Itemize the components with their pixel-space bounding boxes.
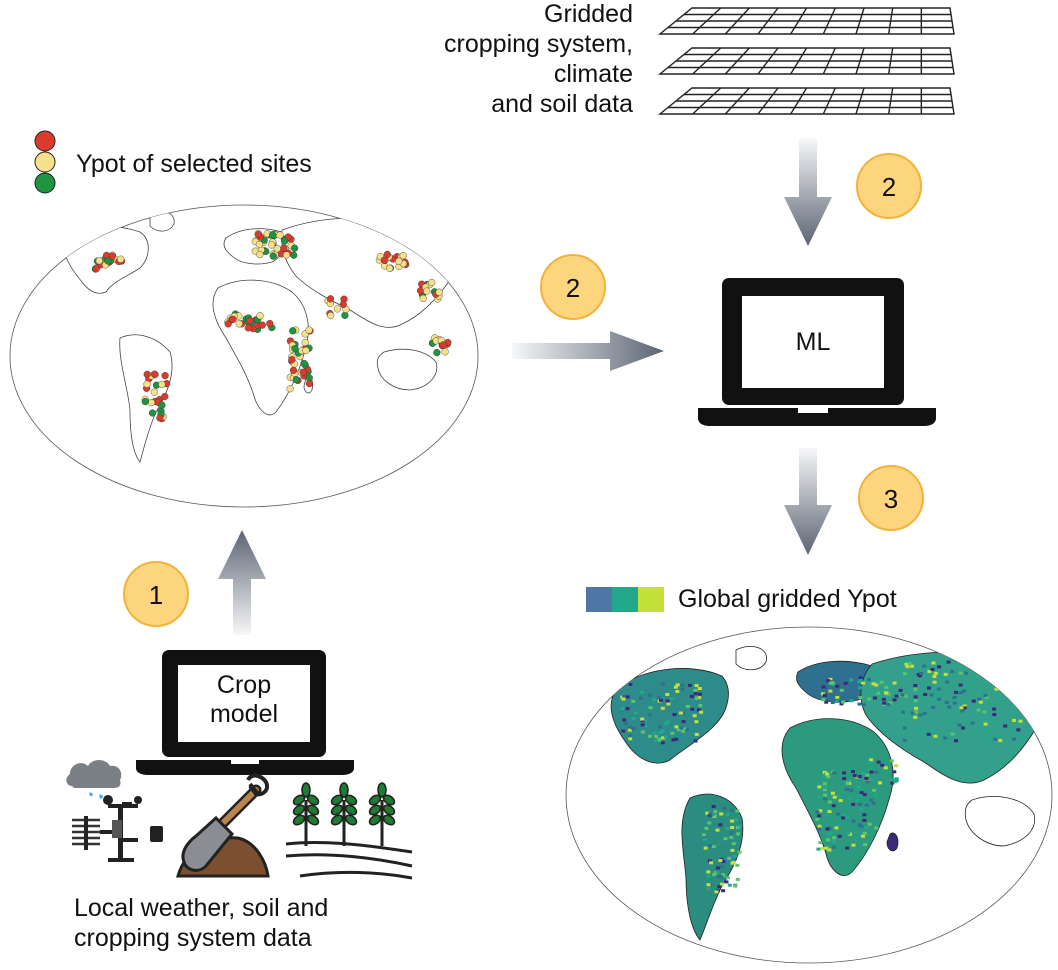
shovel-soil-icon (176, 773, 270, 878)
legend-dot-green (34, 172, 56, 194)
arrow-grid-to-ml (784, 138, 832, 246)
legend-dot-red (34, 130, 56, 152)
wheat-plant (330, 782, 358, 846)
gridded-data-label: Gridded cropping system, climate and soi… (444, 0, 633, 118)
grid-layer-2 (658, 47, 955, 75)
svg-text:3: 3 (884, 484, 898, 514)
step-3-badge: 3 (858, 465, 924, 531)
grid-layers-icon (658, 7, 955, 115)
arrow-ml-to-global (784, 448, 832, 555)
svg-text:1: 1 (149, 580, 163, 610)
step-2-badge-left: 2 (540, 254, 606, 320)
step-1-badge: 1 (123, 561, 189, 627)
crop-field-icon (285, 782, 413, 880)
local-data-label: Local weather, soil and cropping system … (74, 894, 328, 952)
grid-layer-1 (658, 7, 955, 35)
grid-label-line-1: Gridded (544, 0, 633, 28)
legend-swatch-high (638, 587, 664, 612)
crop-model-label-line-1: Crop (217, 671, 271, 699)
grid-label-line-2: cropping system, (444, 30, 633, 58)
ml-label: ML (796, 328, 831, 356)
local-label-line-1: Local weather, soil and (74, 894, 328, 922)
crop-model-laptop-icon: Crop model (136, 650, 354, 775)
global-legend: Global gridded Ypot (586, 585, 897, 613)
svg-text:2: 2 (566, 273, 580, 303)
local-label-line-2: cropping system data (74, 924, 312, 952)
global-ypot-map (565, 626, 1053, 964)
rain-cloud-icon (66, 760, 122, 799)
site-dots (91, 229, 452, 423)
grid-label-line-4: and soil data (491, 90, 633, 118)
sites-legend-label: Ypot of selected sites (76, 150, 312, 178)
arrow-sites-to-ml (512, 331, 664, 371)
grid-label-line-3: climate (554, 60, 633, 88)
arrow-model-to-sites (218, 530, 266, 635)
wheat-plant (368, 782, 396, 846)
weather-station-icon (66, 760, 163, 862)
sites-legend: Ypot of selected sites (34, 130, 312, 194)
site-map (9, 204, 479, 508)
legend-swatch-low (586, 587, 612, 612)
step-2-badge-top: 2 (856, 153, 922, 219)
svg-text:2: 2 (882, 172, 896, 202)
wheat-plant (292, 782, 320, 846)
legend-dot-yellow (34, 151, 56, 173)
ml-laptop-icon: ML (698, 278, 936, 426)
legend-swatch-mid (612, 587, 638, 612)
global-legend-label: Global gridded Ypot (678, 585, 897, 613)
grid-layer-3 (658, 87, 955, 115)
crop-model-label-line-2: model (210, 700, 278, 728)
